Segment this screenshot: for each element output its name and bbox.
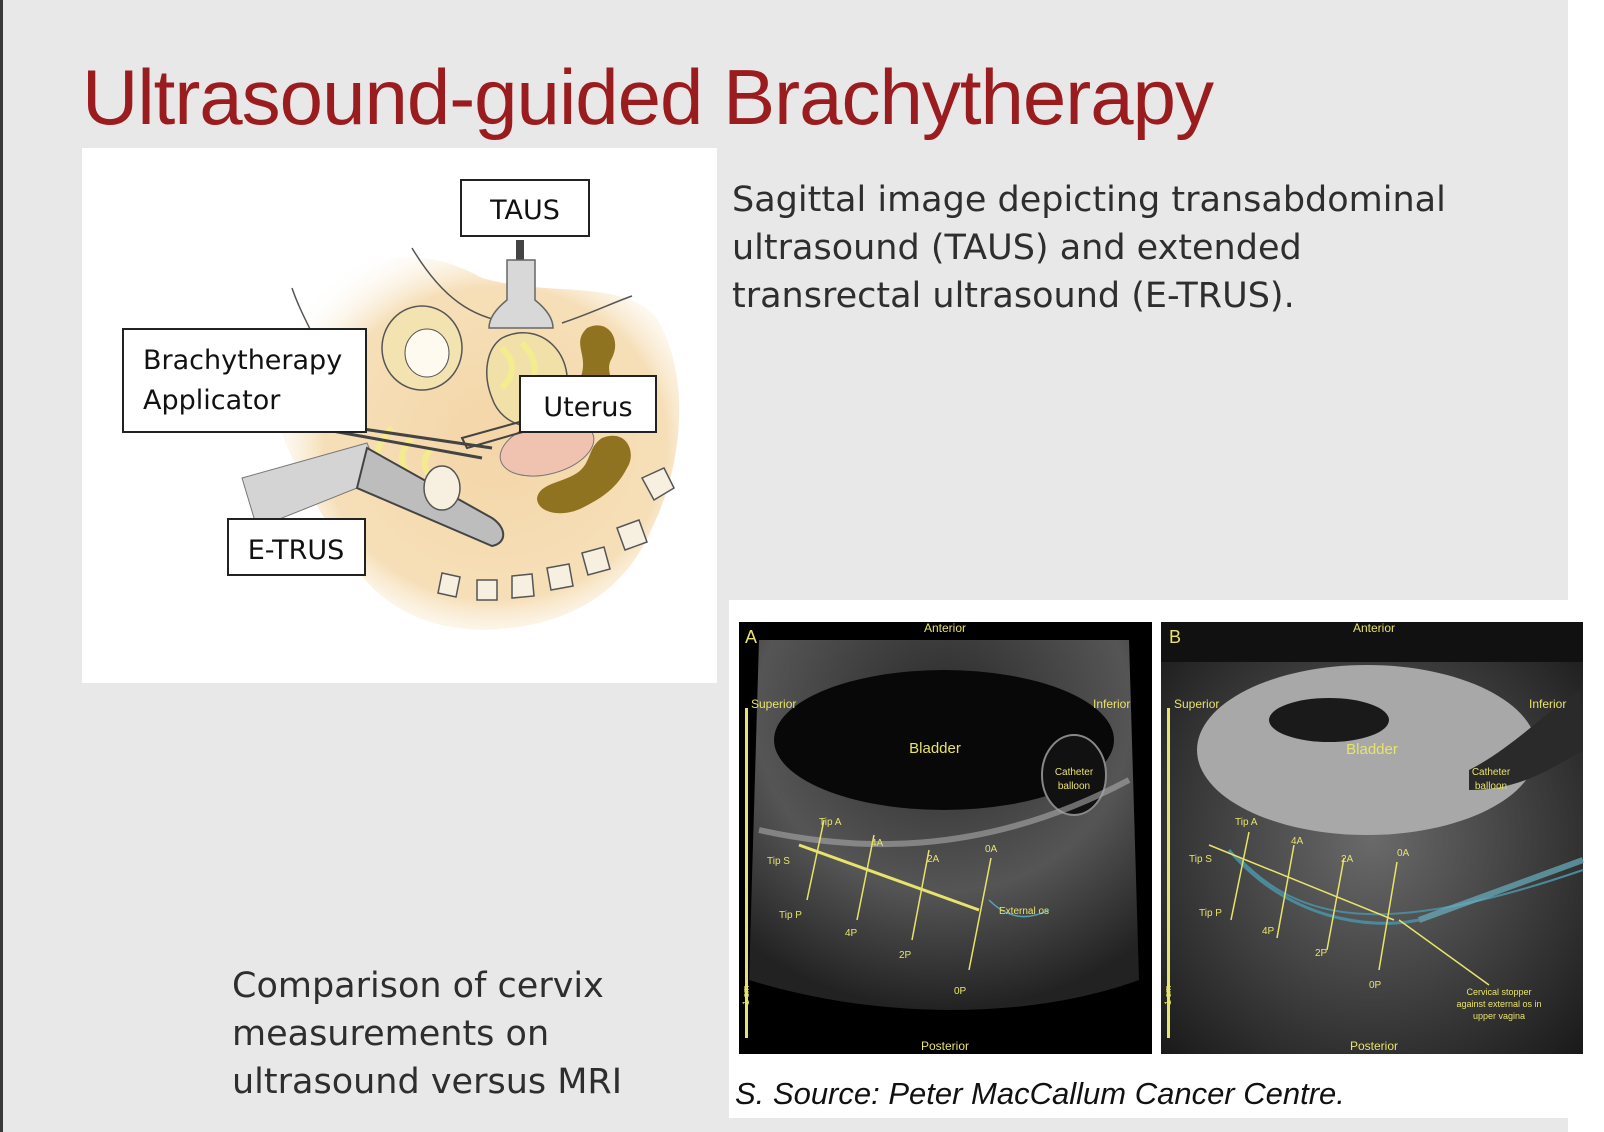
panel-a-2p: 2P xyxy=(899,950,912,961)
panel-a-catheter-line1: Catheter xyxy=(1055,767,1094,778)
panel-b-2p: 2P xyxy=(1315,948,1328,959)
applicator-label-line1: Brachytherapy xyxy=(143,345,342,376)
panel-b-4a: 4A xyxy=(1291,836,1304,847)
ultrasound-panel-a: A Anterior Posterior Superior Inferior B… xyxy=(739,621,1152,1054)
diagram-description: Sagittal image depicting transabdominal … xyxy=(732,180,1446,316)
body-outline xyxy=(270,256,680,630)
panel-a-0a: 0A xyxy=(985,844,998,855)
applicator-label-box xyxy=(122,328,367,433)
panel-a-letter: A xyxy=(745,627,757,647)
panel-b-tip-a: Tip A xyxy=(1235,817,1258,828)
source-credit: S. Source: Peter MacCallum Cancer Centre… xyxy=(735,1076,1345,1111)
slide-left-border xyxy=(0,0,3,1132)
panel-a-inferior: Inferior xyxy=(1093,697,1130,711)
taus-label: TAUS xyxy=(489,195,560,226)
panel-a-4p: 4P xyxy=(845,928,858,939)
slide-title: Ultrasound-guided Brachytherapy xyxy=(82,53,1214,141)
panel-a-tip-a: Tip A xyxy=(819,817,842,828)
comparison-caption: Comparison of cervix measurements on ult… xyxy=(232,966,623,1102)
panel-b-stopper-line1: Cervical stopper xyxy=(1466,987,1531,997)
ultrasound-mri-figure: A Anterior Posterior Superior Inferior B… xyxy=(729,600,1591,1118)
panel-b-inferior: Inferior xyxy=(1529,697,1566,711)
applicator-label-line2: Applicator xyxy=(143,385,281,416)
panel-b-bladder: Bladder xyxy=(1346,741,1398,758)
panel-b-catheter-line2: balloon xyxy=(1475,781,1507,792)
panel-b-tip-s: Tip S xyxy=(1189,854,1212,865)
panel-b-0p: 0P xyxy=(1369,980,1382,991)
panel-b-posterior: Posterior xyxy=(1350,1039,1398,1053)
etrus-label-box xyxy=(227,518,366,576)
panel-a-posterior: Posterior xyxy=(921,1039,969,1053)
panel-a-anterior: Anterior xyxy=(924,621,966,635)
panel-b-superior: Superior xyxy=(1174,697,1219,711)
uterus-label-box xyxy=(519,375,657,433)
panel-a-catheter-line2: balloon xyxy=(1058,781,1090,792)
panel-a-external-os: External os xyxy=(999,906,1049,917)
panel-b-catheter-line1: Catheter xyxy=(1472,767,1511,778)
panel-b-stopper-line2: against external os in xyxy=(1456,999,1541,1009)
panel-b-tip-p: Tip P xyxy=(1199,908,1222,919)
panel-a-0p: 0P xyxy=(954,986,967,997)
panel-b-scale: 1 cm xyxy=(1163,985,1173,1005)
panel-a-2a: 2A xyxy=(927,854,940,865)
panel-b-2a: 2A xyxy=(1341,854,1354,865)
panel-b-stopper-line3: upper vagina xyxy=(1473,1011,1525,1021)
panel-a-bladder: Bladder xyxy=(909,740,961,757)
taus-label-box xyxy=(460,179,590,237)
panel-a-superior: Superior xyxy=(751,697,796,711)
panel-a-tip-p: Tip P xyxy=(779,910,802,921)
panel-a-tip-s: Tip S xyxy=(767,856,790,867)
panel-a-scale: 1 cm xyxy=(741,985,751,1005)
etrus-label: E-TRUS xyxy=(248,535,344,566)
panel-b-letter: B xyxy=(1169,627,1181,647)
uterus-label: Uterus xyxy=(543,392,632,423)
sagittal-diagram: TAUS Brachytherapy Applicator Uterus E-T… xyxy=(82,148,717,683)
panel-b-0a: 0A xyxy=(1397,848,1410,859)
panel-a-4a: 4A xyxy=(871,838,884,849)
mri-panel-b: B Anterior Posterior Superior Inferior B… xyxy=(1161,621,1585,1054)
panel-b-4p: 4P xyxy=(1262,926,1275,937)
panel-b-anterior: Anterior xyxy=(1353,621,1395,635)
